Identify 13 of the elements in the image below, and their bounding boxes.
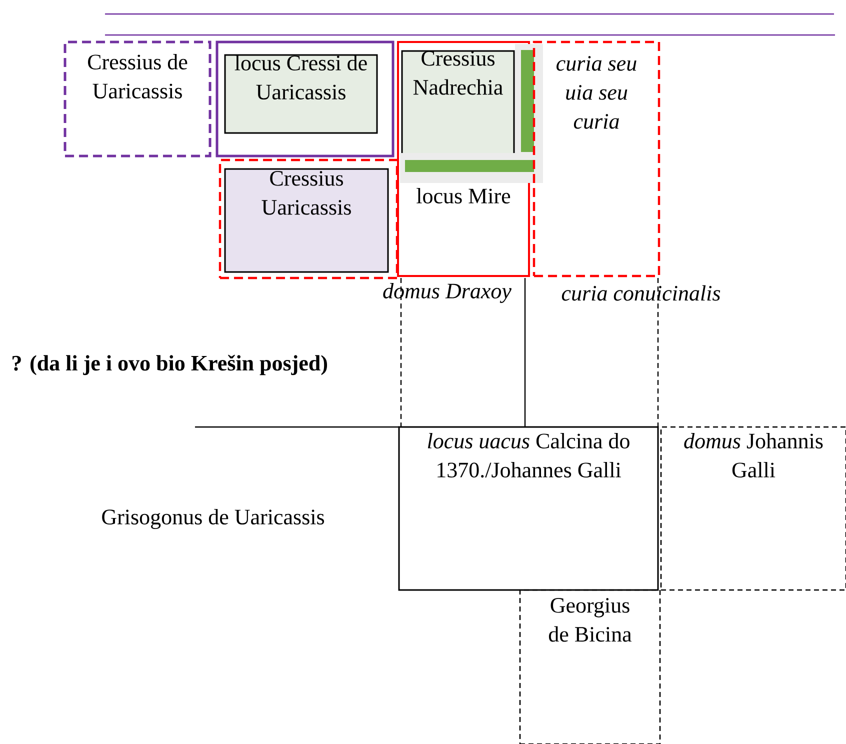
plot-label: Grisogonus de Uaricassis — [102, 509, 324, 529]
plot-outline — [218, 158, 398, 280]
plot-box: Cressius Uaricassis — [224, 168, 389, 273]
plot-label: curia conuicinalis — [562, 285, 720, 301]
plot-box: domus Johannis Galli — [660, 426, 846, 591]
plot-box: curia seu uia seu curia — [532, 40, 660, 278]
plot-box: Cressius de Uaricassis — [64, 40, 212, 158]
plot-box: Georgius de Bicina — [519, 589, 661, 744]
plot-box: locus Cressi de Uaricassis — [224, 54, 378, 134]
plot-outline — [216, 40, 394, 158]
plot-box: locus uacus Calcina do 1370./Johannes Galli — [398, 426, 659, 591]
note-text: ? (da li je i ovo bio Krešin posjed) — [12, 354, 328, 376]
plot-label: domus Draxoy — [383, 283, 512, 303]
